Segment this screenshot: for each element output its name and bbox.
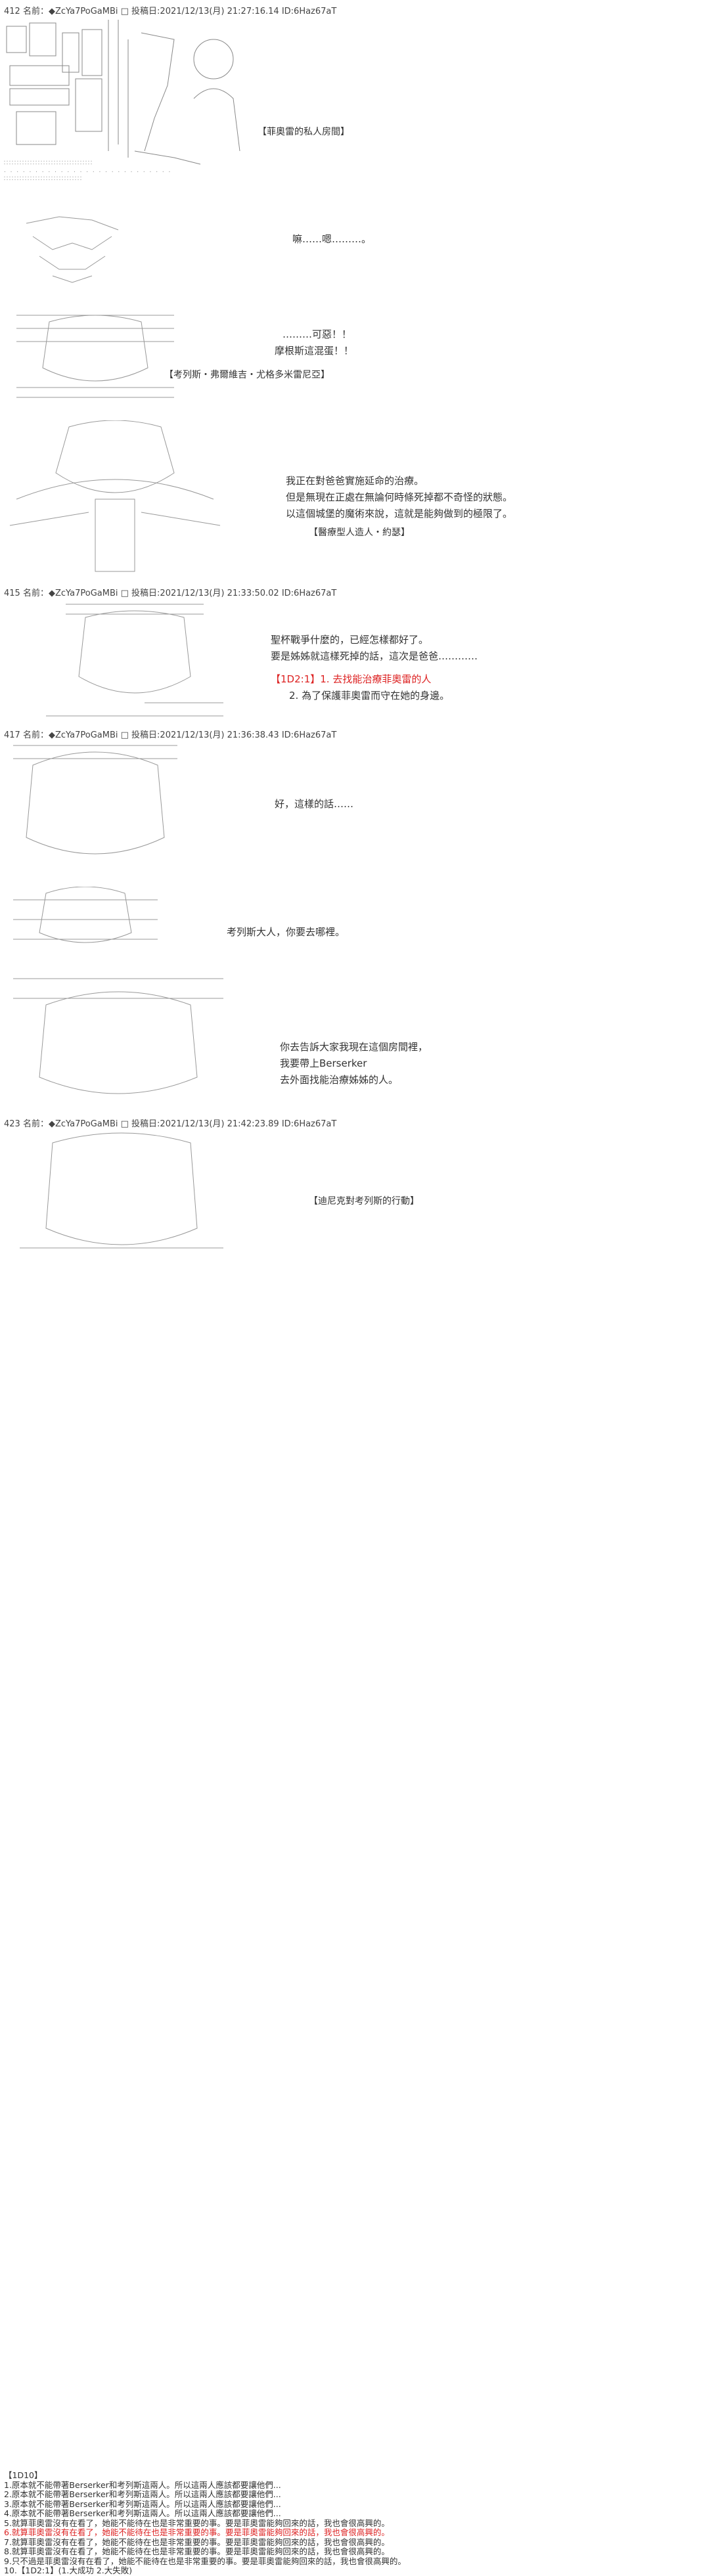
dice-result-item: 8.就算菲奧雷沒有在看了，她能不能待在也是非常重要的事。要是菲奧雷能夠回來的話，… — [4, 2546, 390, 2556]
location-label: 【菲奧雷的私人房間】 — [258, 127, 350, 137]
ascii-art-caules-5-drawing — [13, 978, 223, 1094]
dialog-text: 但是無現在正處在無論何時條死掉都不奇怪的狀態。 — [286, 491, 513, 503]
dice-result-item: 9.只不過是菲奧雷沒有在看了，她能不能待在也是非常重要的事。要是菲奧雷能夠回來的… — [4, 2556, 406, 2566]
ascii-art-homunculus-2-drawing — [13, 887, 158, 943]
ascii-art-figure-caules-2 — [10, 309, 181, 407]
decision-label: 【迪尼克對考列斯的行動】 — [309, 1196, 419, 1207]
dialog-text: 去外面找能治療姊姊的人。 — [280, 1074, 399, 1086]
ascii-art-room-drawing: ：：：：：：：：：：：：：：：：：：：：：：：：：：：：：：：：：： . . .… — [3, 20, 240, 181]
choice-2: 2. 為了保護菲奧雷而守在她的身邊。 — [289, 690, 450, 701]
svg-text:：：：：：：：：：：：：：：：：：：：：：：：：：：：：：：: ：：：：：：：：：：：：：：：：：：：：：：：：：：：：：： — [3, 175, 85, 181]
ascii-art-final-drawing — [20, 1132, 223, 1249]
ascii-art-homunculus-2 — [7, 887, 164, 952]
ascii-art-scene-room: ：：：：：：：：：：：：：：：：：：：：：：：：：：：：：：：：：： . . .… — [3, 20, 305, 197]
ascii-art-caules-1-drawing — [26, 216, 119, 283]
ascii-art-caules-5 — [7, 972, 230, 1110]
svg-text:. . . . . . . . . . . . . . .: . . . . . . . . . . . . . . . . . . . . … — [3, 167, 171, 173]
dice-result-item: 【1D10】 — [4, 2470, 43, 2480]
dice-result-item: 7.就算菲奧雷沒有在看了，她能不能待在也是非常重要的事。要是菲奧雷能夠回來的話，… — [4, 2537, 390, 2547]
dice-result-list: 【1D10】1.原本就不能帶著Berserker和考列斯這兩人。所以這兩人應該都… — [4, 2470, 406, 2576]
dialog-text: 聖杯戰爭什麼的，已經怎樣都好了。 — [271, 634, 429, 646]
dialog-text: 你去告訴大家我現在這個房間裡， — [280, 1041, 428, 1053]
post-header-412: 412 名前：◆ZcYa7PoGaMBi □ 投稿日:2021/12/13(月)… — [4, 7, 337, 16]
ascii-art-caules-2-drawing — [16, 315, 174, 398]
dialog-text: 我正在對爸爸實施延命的治療。 — [286, 475, 424, 487]
post-header-417: 417 名前：◆ZcYa7PoGaMBi □ 投稿日:2021/12/13(月)… — [4, 730, 337, 740]
ascii-art-caules-4-drawing — [13, 745, 177, 855]
choice-1-text: 1. 去找能治療菲奧雷的人 — [320, 673, 432, 685]
dice-result-item: 5.就算菲奧雷沒有在看了，她能不能待在也是非常重要的事。要是菲奧雷能夠回來的話，… — [4, 2518, 390, 2528]
ascii-art-final — [13, 1130, 230, 1261]
ascii-art-caules-3 — [39, 598, 230, 722]
ascii-art-figure-caules-1 — [20, 210, 125, 289]
ascii-art-caules-4 — [7, 739, 184, 870]
dialog-text: 嘛……嗯………。 — [292, 233, 372, 245]
post-header-423: 423 名前：◆ZcYa7PoGaMBi □ 投稿日:2021/12/13(月)… — [4, 1119, 337, 1129]
choice-1: 【1D2:1】1. 去找能治療菲奧雷的人 — [271, 670, 431, 689]
dialog-text: 我要帶上Berserker — [280, 1057, 367, 1069]
character-label: 【考列斯・弗爾維吉・尤格多米雷尼亞】 — [164, 370, 330, 380]
dice-result-item: 2.原本就不能帶著Berserker和考列斯這兩人。所以這兩人應該都要讓他們..… — [4, 2489, 281, 2499]
post-header-415: 415 名前：◆ZcYa7PoGaMBi □ 投稿日:2021/12/13(月)… — [4, 588, 337, 598]
dialog-text: ………可惡！！ — [283, 328, 352, 340]
dice-result-item: 10.【1D2:1】(1.大成功 2.大失敗) — [4, 2565, 133, 2575]
dice-result-item: 4.原本就不能帶著Berserker和考列斯這兩人。所以這兩人應該都要讓他們..… — [4, 2508, 281, 2518]
dialog-text: 要是姊姊就這樣死掉的話，這次是爸爸………… — [271, 650, 478, 662]
dice-result-item: 3.原本就不能帶著Berserker和考列斯這兩人。所以這兩人應該都要讓他們..… — [4, 2498, 281, 2509]
dice-result-item: 6.就算菲奧雷沒有在看了，她能不能待在也是非常重要的事。要是菲奧雷能夠回來的話，… — [4, 2527, 390, 2537]
ascii-art-caules-3-drawing — [46, 604, 223, 717]
dialog-text: 好，這樣的話…… — [275, 798, 354, 810]
dialog-text: 以這個城堡的魔術來說，這就是能夠做到的極限了。 — [286, 508, 513, 520]
character-label: 【醫療型人造人・約瑟】 — [309, 527, 410, 538]
svg-text:：：：：：：：：：：：：：：：：：：：：：：：：：：：：：：: ：：：：：：：：：：：：：：：：：：：：：：：：：：：：：：：：：： — [3, 160, 95, 166]
ascii-art-homunculus-drawing — [9, 420, 221, 572]
choice-prefix: 【1D2:1】 — [271, 673, 321, 685]
dice-result-item: 1.原本就不能帶著Berserker和考列斯這兩人。所以這兩人應該都要讓他們..… — [4, 2479, 281, 2490]
ascii-art-homunculus — [3, 420, 227, 578]
dialog-text: 考列斯大人，你要去哪裡。 — [227, 926, 346, 938]
dialog-text: 摩根斯這混蛋！！ — [275, 345, 354, 357]
